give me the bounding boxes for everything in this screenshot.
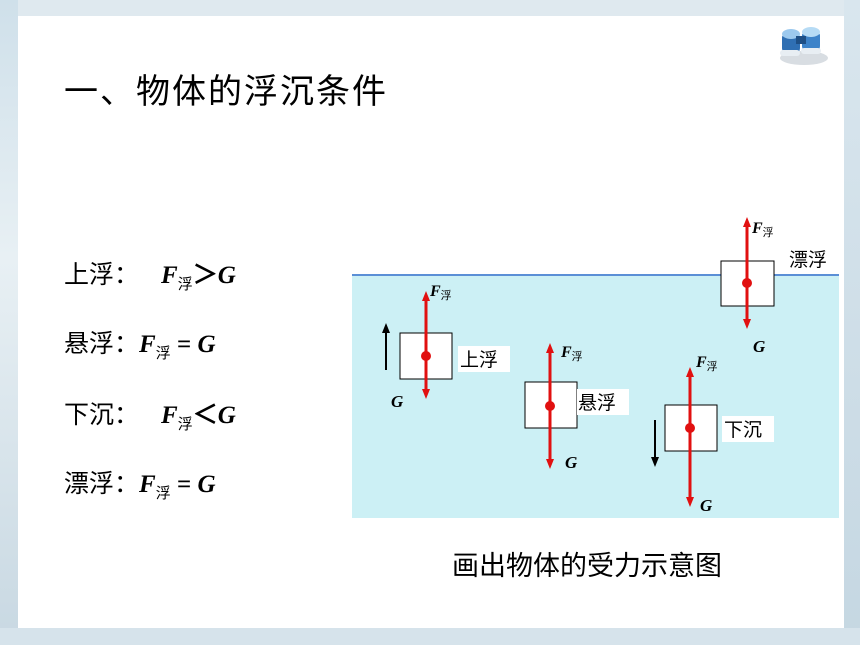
buoyancy-subscript: 浮 (155, 484, 171, 502)
box-floating: F浮 G 漂浮 (720, 217, 827, 356)
buoyancy-symbol: F (139, 471, 156, 498)
condition-rise: 上浮： F浮＞G (64, 255, 236, 294)
buoyancy-subscript: 浮 (155, 344, 171, 362)
binoculars-icon (780, 27, 828, 65)
gravity-symbol: G (197, 471, 216, 498)
buoyancy-subscript: 浮 (177, 275, 193, 293)
center-of-mass-dot (742, 278, 752, 288)
diagram-caption: 画出物体的受力示意图 (452, 551, 722, 582)
buoyancy-symbol: F (139, 331, 156, 358)
comparison-operator: ＜ (192, 402, 218, 429)
condition-label: 下沉： (64, 400, 140, 429)
gravity-label: G (700, 496, 713, 515)
buoyancy-label: F浮 (560, 344, 583, 363)
condition-sink: 下沉： F浮＜G (64, 395, 236, 434)
condition-suspend: 悬浮：F浮 = G (64, 324, 216, 363)
center-of-mass-dot (421, 351, 431, 361)
gravity-label: G (753, 337, 766, 356)
center-of-mass-dot (545, 401, 555, 411)
state-label: 下沉 (724, 419, 762, 441)
state-label: 悬浮 (578, 392, 616, 414)
condition-float: 漂浮：F浮 = G (64, 464, 216, 503)
state-label: 上浮 (460, 349, 498, 371)
condition-label: 上浮： (64, 260, 140, 289)
comparison-operator: ＞ (192, 262, 218, 289)
buoyancy-label: F浮 (429, 283, 452, 302)
gravity-label: G (391, 392, 404, 411)
background-left-strip (0, 0, 18, 645)
center-of-mass-dot (685, 423, 695, 433)
box-rising: F浮 G 上浮 (382, 283, 510, 411)
background-right-strip (844, 0, 860, 645)
gravity-symbol: G (197, 331, 216, 358)
background-bottom-strip (0, 628, 860, 645)
buoyancy-label: F浮 (751, 220, 774, 239)
state-label: 漂浮 (789, 249, 827, 271)
box-suspended: F浮 G 悬浮 (524, 343, 629, 472)
comparison-operator: = (170, 331, 198, 358)
comparison-operator: = (170, 471, 198, 498)
condition-label: 悬浮： (64, 329, 140, 358)
buoyancy-symbol: F (161, 262, 178, 289)
gravity-label: G (565, 453, 578, 472)
buoyancy-subscript: 浮 (177, 415, 193, 433)
buoyancy-symbol: F (161, 402, 178, 429)
buoyancy-label: F浮 (695, 354, 718, 373)
gravity-symbol: G (217, 262, 236, 289)
condition-label: 漂浮： (64, 469, 140, 498)
gravity-symbol: G (217, 402, 236, 429)
box-sinking: F浮 G 下沉 (651, 354, 774, 515)
page-title: 一、物体的浮沉条件 (64, 72, 388, 112)
